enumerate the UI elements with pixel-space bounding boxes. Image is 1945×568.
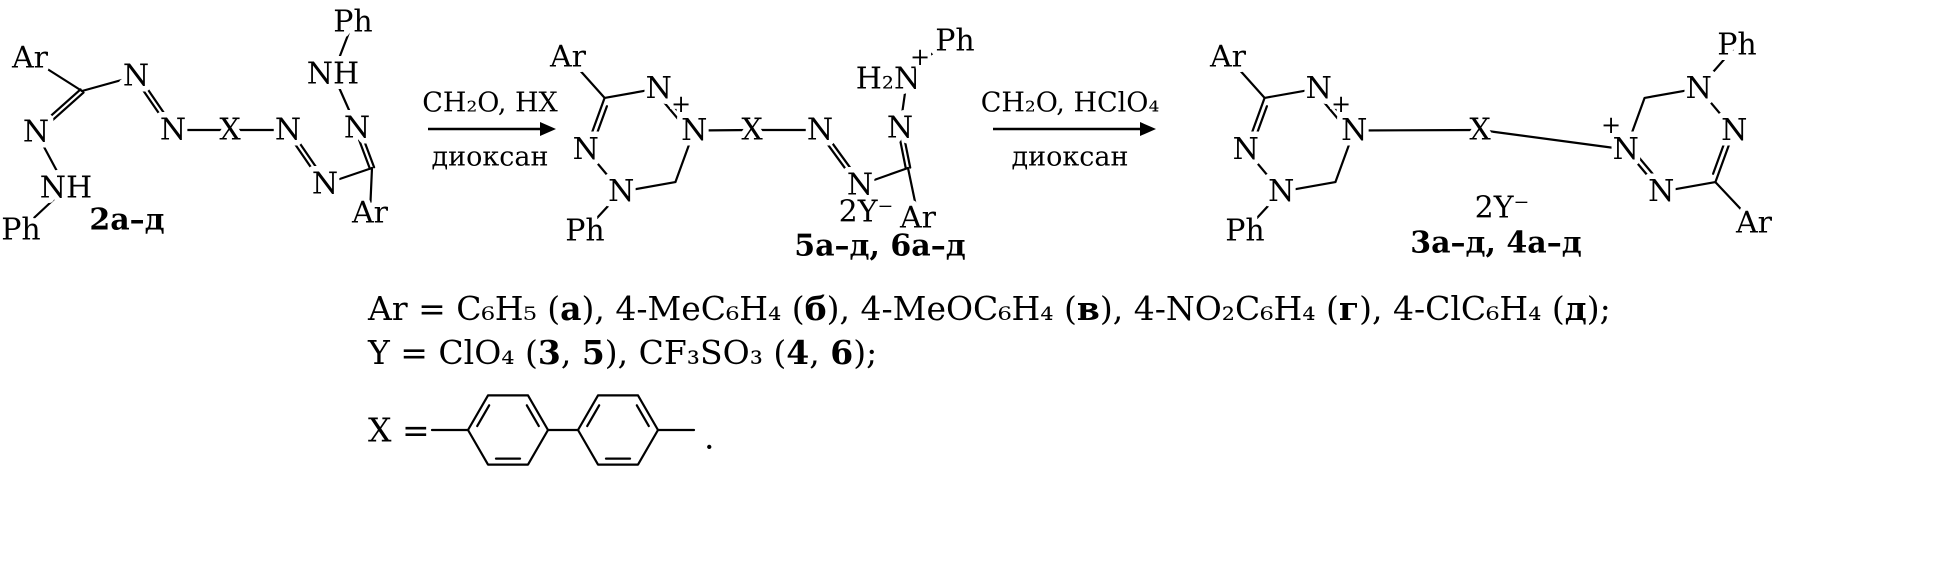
arrowhead-icon [1140, 122, 1156, 136]
n-atom-label: N [573, 132, 599, 167]
legend: Ar = C₆H₅ (а), 4-MeC₆H₄ (б), 4-MeOC₆H₄ (… [367, 289, 1611, 466]
n-atom-label: N [847, 168, 873, 203]
reagents-above-arrow: CH₂O, HClO₄ [981, 88, 1160, 119]
n-atom-label: N [275, 113, 301, 148]
reagents-above-arrow: CH₂O, HX [422, 88, 558, 119]
arrowhead-icon [540, 122, 556, 136]
reaction-arrow-1: CH₂O, HX диоксан [422, 88, 558, 173]
ph-label: Ph [333, 5, 373, 40]
n-atom-label: N [344, 111, 370, 146]
reaction-arrow-2: CH₂O, HClO₄ диоксан [981, 88, 1160, 173]
bisformazan-bonds [19, 20, 376, 232]
structure-mono-tetrazinium: Ar N N + N N Ph X N N N H₂N + Ph Ar 2Y⁻ … [543, 18, 980, 264]
positive-charge-label: + [1601, 111, 1621, 139]
positive-charge-label: + [671, 90, 691, 118]
counterion-label: 2Y⁻ [839, 195, 894, 230]
n-atom-label: N [1233, 132, 1259, 167]
structure-bisformazan: Ar N NH Ph N N X N N N NH Ph Ar 2а–д [0, 0, 394, 253]
bis-tetrazinium-bonds [1226, 45, 1754, 233]
n-atom-label: N [681, 113, 707, 148]
n-atom-label: N [1721, 113, 1747, 148]
ar-label: Ar [1735, 206, 1773, 241]
x-linker-label: X [741, 113, 763, 148]
ar-definition-line: Ar = C₆H₅ (а), 4-MeC₆H₄ (б), 4-MeOC₆H₄ (… [367, 289, 1611, 328]
ar-label: Ar [1209, 40, 1247, 75]
n-atom-label: N [646, 71, 672, 106]
n-atom-label: N [1268, 174, 1294, 209]
positive-charge-label: + [910, 43, 930, 71]
ar-label: Ar [351, 196, 389, 231]
n-atom-label: N [23, 115, 49, 150]
counterion-label: 2Y⁻ [1475, 191, 1530, 226]
biphenylene-structure [430, 394, 696, 466]
ar-label: Ar [899, 201, 937, 236]
y-definition-line: Y = ClO₄ (3, 5), CF₃SO₃ (4, 6); [367, 333, 877, 372]
n-atom-label: N [1686, 71, 1712, 106]
n-atom-label: N [887, 111, 913, 146]
n-atom-label: N [123, 59, 149, 94]
ar-label: Ar [11, 41, 49, 76]
n-atom-label: N [312, 167, 338, 202]
ph-label: Ph [1, 213, 41, 248]
ph-label: Ph [935, 24, 975, 59]
n-atom-label: N [1613, 132, 1639, 167]
sentence-terminator: . [704, 418, 715, 457]
nh-atom-label: NH [40, 171, 92, 206]
structure-bis-tetrazinium: Ar N N + N N Ph X N + N N N Ar Ph 2Y⁻ 3а… [1203, 22, 1778, 261]
x-definition-label: X = [368, 411, 430, 450]
h2n-atom-label: H₂N [856, 62, 920, 97]
n-atom-label: N [608, 174, 634, 209]
compound-label-5-6: 5а–д, 6а–д [794, 229, 966, 264]
solvent-below-arrow: диоксан [432, 142, 549, 173]
n-atom-label: N [1306, 71, 1332, 106]
positive-charge-label: + [1331, 90, 1351, 118]
n-atom-label: N [1341, 113, 1367, 148]
ph-label: Ph [1717, 28, 1757, 63]
x-linker-label: X [1469, 113, 1491, 148]
n-atom-label: N [160, 113, 186, 148]
compound-label-2: 2а–д [89, 203, 164, 238]
x-linker-label: X [219, 113, 241, 148]
compound-label-3-4: 3а–д, 4а–д [1410, 226, 1582, 261]
ph-label: Ph [1225, 214, 1265, 249]
n-atom-label: N [807, 113, 833, 148]
solvent-below-arrow: диоксан [1012, 142, 1129, 173]
ph-label: Ph [565, 214, 605, 249]
n-atom-label: N [1648, 174, 1674, 209]
nh-atom-label: NH [307, 57, 359, 92]
mono-tetrazinium-bonds [566, 39, 957, 233]
ar-label: Ar [549, 40, 587, 75]
